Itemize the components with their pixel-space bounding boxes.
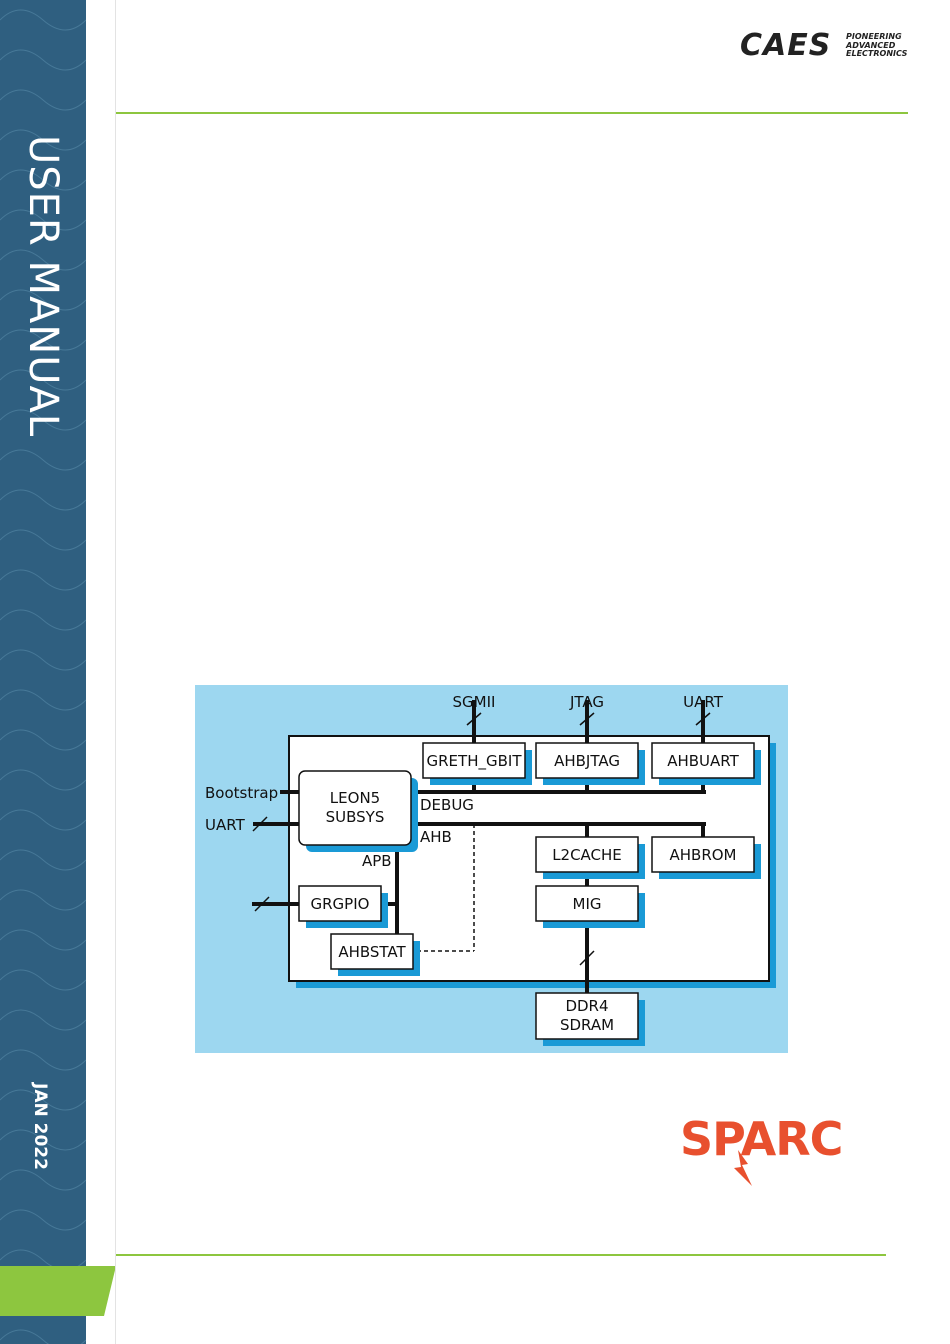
footer-rule <box>116 1254 886 1256</box>
document-type-title: USER MANUAL <box>20 135 66 437</box>
uart-left-label: UART <box>205 816 246 834</box>
margin-rule <box>115 0 116 1344</box>
jtag-label: JTAG <box>569 693 604 711</box>
leon5-label-line1: LEON5 <box>330 789 380 807</box>
sidebar: USER MANUAL JAN 2022 <box>0 0 86 1344</box>
ahbuart-label: AHBUART <box>667 752 739 770</box>
sparc-logo: SPARC <box>680 1112 842 1166</box>
green-tab <box>0 1264 120 1316</box>
grgpio-label: GRGPIO <box>311 895 370 913</box>
sgmii-label: SGMII <box>453 693 496 711</box>
ddr4-label-line2: SDRAM <box>560 1016 614 1034</box>
header-rule <box>116 112 908 114</box>
ddr4-label-line1: DDR4 <box>565 997 608 1015</box>
document-date: JAN 2022 <box>30 1083 50 1170</box>
ahbstat-label: AHBSTAT <box>338 943 406 961</box>
uart-top-label: UART <box>683 693 724 711</box>
greth-label: GRETH_GBIT <box>427 752 523 771</box>
leon5-label-line2: SUBSYS <box>326 808 385 826</box>
ahb-bus-label: AHB <box>420 828 452 846</box>
caes-logo: CAES <box>740 28 831 63</box>
ahbjtag-label: AHBJTAG <box>554 752 620 770</box>
ahbrom-label: AHBROM <box>669 846 736 864</box>
mig-label: MIG <box>573 895 602 913</box>
apb-bus-label: APB <box>362 852 392 870</box>
sparc-lightning-mark <box>730 1150 760 1190</box>
block-diagram: SGMII JTAG UART Bootstrap UART GRETH_GBI… <box>195 685 788 1053</box>
caes-tagline: PIONEERING ADVANCED ELECTRONICS <box>846 33 907 59</box>
l2cache-label: L2CACHE <box>552 846 622 864</box>
bootstrap-label: Bootstrap <box>205 784 278 802</box>
debug-bus-label: DEBUG <box>420 796 474 814</box>
